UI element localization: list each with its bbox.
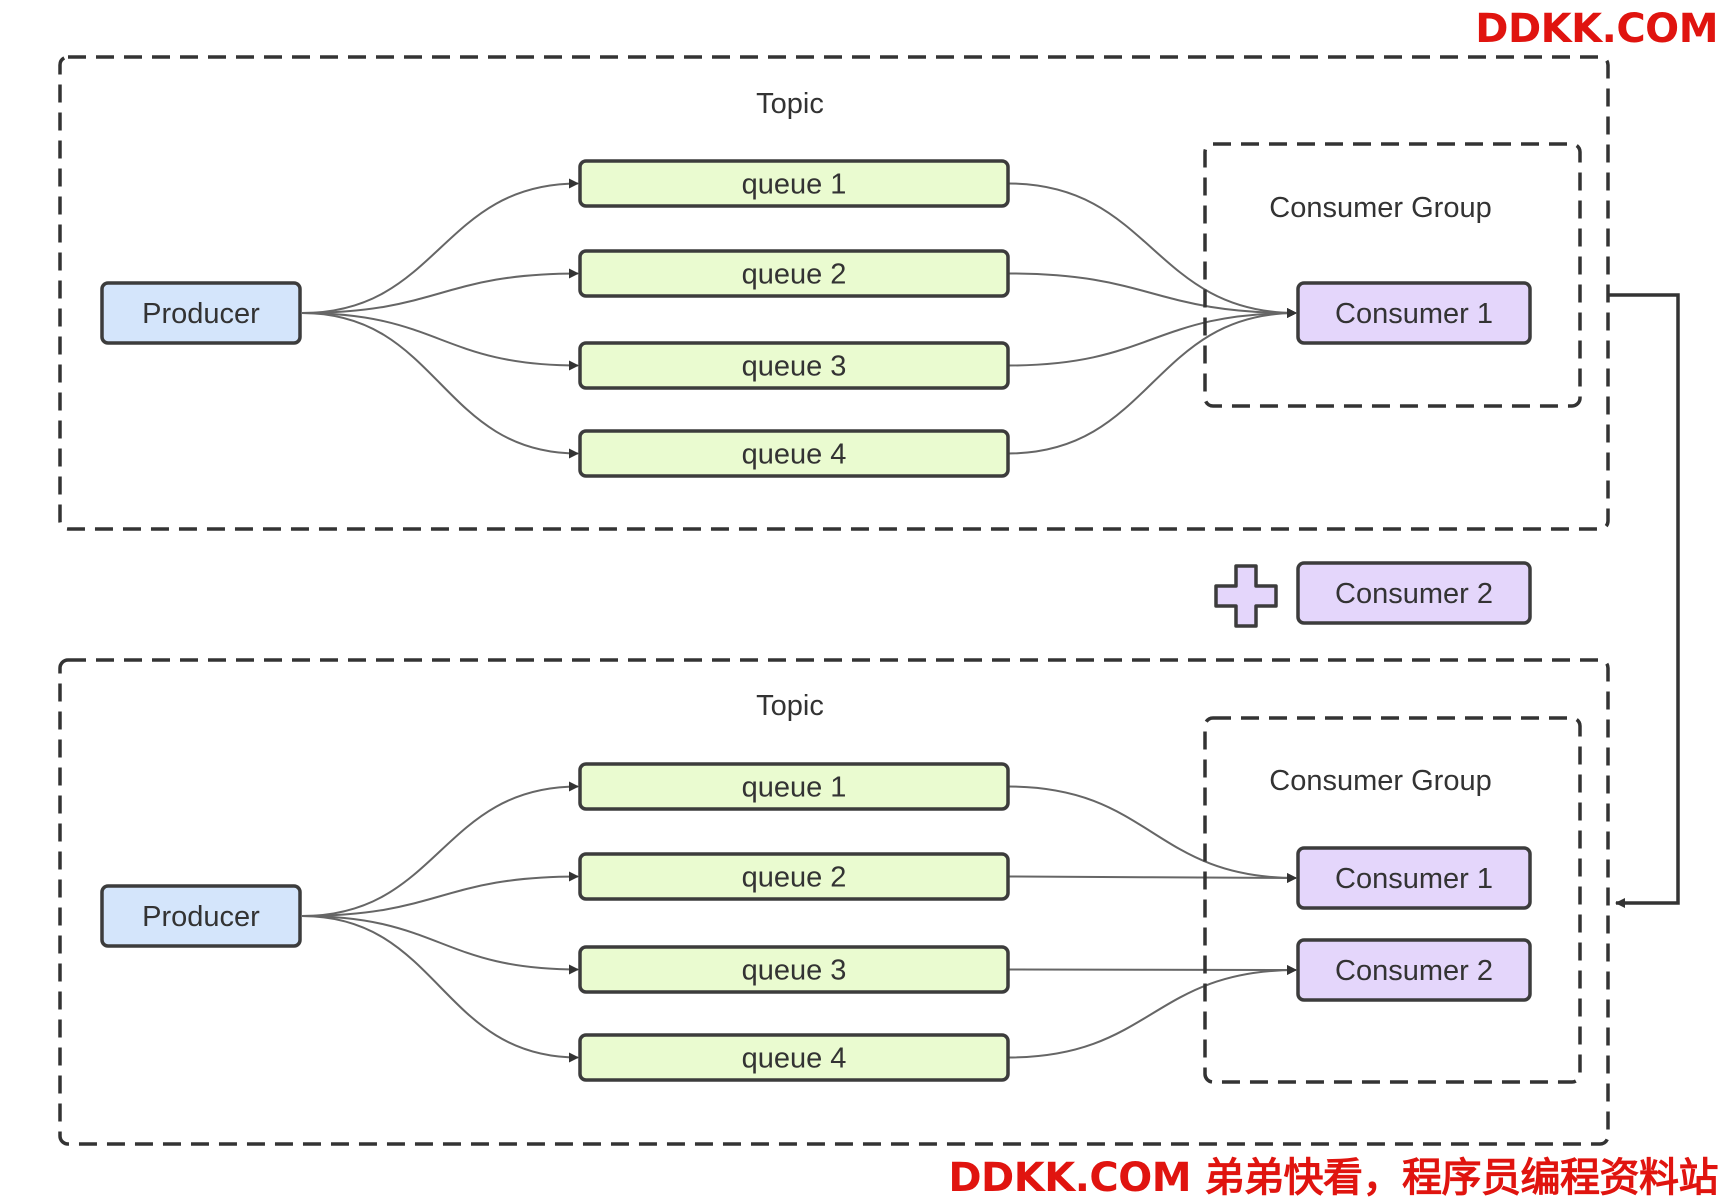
panel1-producer-node: Producer — [100, 281, 302, 345]
panel2-queue-1-node-label: queue 1 — [742, 772, 847, 804]
added-consumer-node-shape — [1296, 561, 1532, 625]
panel1-queue-2-node: queue 2 — [578, 249, 1010, 298]
panel2-edge-queue-2-consumer-1 — [1007, 872, 1297, 883]
panel1-queue-2-node-label: queue 2 — [742, 259, 847, 291]
panel1-edge-producer-queue-2 — [301, 268, 579, 314]
panel2-topic-label: Topic — [756, 690, 824, 722]
panel2-queue-3-node: queue 3 — [578, 945, 1010, 994]
panel1-queue-1-node-label: queue 1 — [742, 169, 847, 201]
panel2-consumer-1-node-shape — [1296, 846, 1532, 910]
rebalance-connector-arrow — [1608, 293, 1680, 908]
panel1-queue-1-node-shape — [578, 159, 1010, 208]
panel2-edge-queue-3-consumer-2 — [1007, 964, 1297, 975]
panel2-edge-producer-queue-3 — [301, 915, 579, 975]
panel1-edge-producer-queue-3 — [301, 312, 579, 371]
watermark-bottom: DDKK.COM 弟弟快看，程序员编程资料站 — [948, 1155, 1718, 1201]
panel2-edge-producer-queue-1 — [301, 781, 579, 917]
panel1-consumer-1-node-shape — [1296, 281, 1532, 345]
panel2-consumer-2-node: Consumer 2 — [1296, 938, 1532, 1002]
panel2-queue-2-node-label: queue 2 — [742, 862, 847, 894]
panel2-queue-2-node: queue 2 — [578, 852, 1010, 901]
plus-icon — [1214, 564, 1278, 628]
panel2-queue-3-node-shape — [578, 945, 1010, 994]
panel1-queue-4-node-shape — [578, 429, 1010, 478]
panel2-producer-node-label: Producer — [142, 901, 260, 933]
panel1-queue-3-node-label: queue 3 — [742, 351, 847, 383]
panel1-edge-producer-queue-4 — [301, 312, 579, 459]
added-consumer-node-label: Consumer 2 — [1335, 578, 1493, 610]
panel2-topic-container — [58, 658, 1610, 1146]
panel2-consumer-group-label: Consumer Group — [1269, 765, 1491, 797]
panel2-edge-producer-queue-2 — [301, 871, 579, 917]
panel1-queue-4-node: queue 4 — [578, 429, 1010, 478]
panel1-edge-queue-3-consumer-1 — [1007, 308, 1297, 367]
panel2-producer-node-shape — [100, 884, 302, 948]
panel2-consumer-1-node: Consumer 1 — [1296, 846, 1532, 910]
panel2-queue-1-node: queue 1 — [578, 762, 1010, 811]
panel1-queue-4-node-label: queue 4 — [742, 439, 847, 471]
panel1-producer-node-label: Producer — [142, 298, 260, 330]
panel1-consumer-1-node-label: Consumer 1 — [1335, 298, 1493, 330]
panel1-topic-label: Topic — [756, 88, 824, 120]
panel2-consumer-2-node-shape — [1296, 938, 1532, 1002]
panel1-topic-container — [58, 55, 1610, 531]
panel2-consumer-1-node-label: Consumer 1 — [1335, 863, 1493, 895]
panel2-queue-4-node: queue 4 — [578, 1033, 1010, 1082]
panel1-queue-3-node-shape — [578, 341, 1010, 390]
panel1-edge-producer-queue-1 — [301, 178, 579, 314]
added-consumer-node: Consumer 2 — [1296, 561, 1532, 625]
panel2-consumer-2-node-label: Consumer 2 — [1335, 955, 1493, 987]
panel2-queue-1-node-shape — [578, 762, 1010, 811]
panel2-queue-4-node-shape — [578, 1033, 1010, 1082]
panel1-edge-queue-2-consumer-1 — [1007, 272, 1297, 318]
panel2-consumer-group-container — [1203, 716, 1582, 1084]
panel1-queue-3-node: queue 3 — [578, 341, 1010, 390]
panel1-consumer-group-label: Consumer Group — [1269, 192, 1491, 224]
panel2-queue-2-node-shape — [578, 852, 1010, 901]
panel1-producer-node-shape — [100, 281, 302, 345]
panel1-queue-2-node-shape — [578, 249, 1010, 298]
panel2-producer-node: Producer — [100, 884, 302, 948]
panel1-consumer-1-node: Consumer 1 — [1296, 281, 1532, 345]
panel1-edge-queue-1-consumer-1 — [1007, 182, 1297, 318]
panel1-consumer-group-container — [1203, 142, 1582, 408]
panel2-queue-3-node-label: queue 3 — [742, 955, 847, 987]
watermark-top: DDKK.COM — [1475, 6, 1718, 52]
panel2-edge-queue-1-consumer-1 — [1007, 785, 1297, 883]
panel2-edge-queue-4-consumer-2 — [1007, 965, 1297, 1059]
panel2-edge-producer-queue-4 — [301, 915, 579, 1063]
panel1-edge-queue-4-consumer-1 — [1007, 308, 1297, 455]
panel1-queue-1-node: queue 1 — [578, 159, 1010, 208]
panel2-queue-4-node-label: queue 4 — [742, 1043, 847, 1075]
